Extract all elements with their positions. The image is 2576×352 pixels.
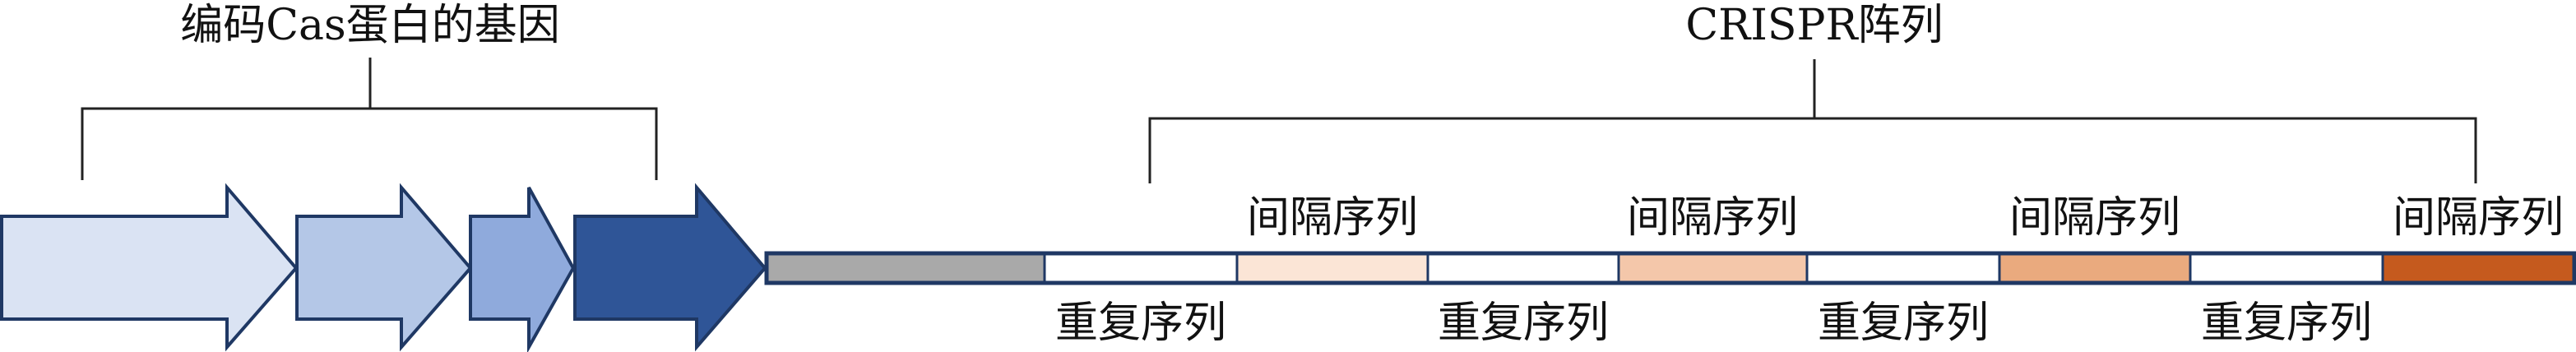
cas-gene-arrow-4 bbox=[573, 183, 767, 352]
leader-sequence bbox=[765, 252, 1046, 284]
repeat-segment bbox=[2189, 252, 2384, 284]
cas-gene-arrow-3 bbox=[469, 187, 576, 352]
cas-genes-bracket bbox=[81, 58, 658, 180]
crispr-bar-outline bbox=[764, 251, 2576, 285]
repeat-label: 重复序列 bbox=[1055, 299, 1226, 348]
spacer-segment bbox=[1998, 252, 2192, 284]
spacer-segment bbox=[1235, 252, 1429, 284]
repeat-label: 重复序列 bbox=[2201, 299, 2372, 348]
cas-gene-arrow-2 bbox=[295, 183, 473, 352]
repeat-segment bbox=[1805, 252, 2001, 284]
crispr-array-bracket bbox=[1148, 59, 2477, 183]
repeat-segment bbox=[1426, 252, 1620, 284]
repeat-segment bbox=[1043, 252, 1239, 284]
spacer-label: 间隔序列 bbox=[1247, 193, 1418, 243]
spacer-segment bbox=[1617, 252, 1809, 284]
spacer-label: 间隔序列 bbox=[2009, 193, 2180, 243]
cas-gene-arrow-1 bbox=[0, 183, 299, 352]
crispr-array-title: CRISPR阵列 bbox=[1685, 1, 1943, 50]
repeat-label: 重复序列 bbox=[1438, 299, 1609, 348]
cas-genes-title: 编码Cas蛋白的基因 bbox=[180, 1, 559, 50]
spacer-label: 间隔序列 bbox=[2393, 193, 2564, 243]
repeat-label: 重复序列 bbox=[1818, 299, 1989, 348]
spacer-label: 间隔序列 bbox=[1627, 193, 1798, 243]
spacer-segment bbox=[2381, 252, 2576, 284]
